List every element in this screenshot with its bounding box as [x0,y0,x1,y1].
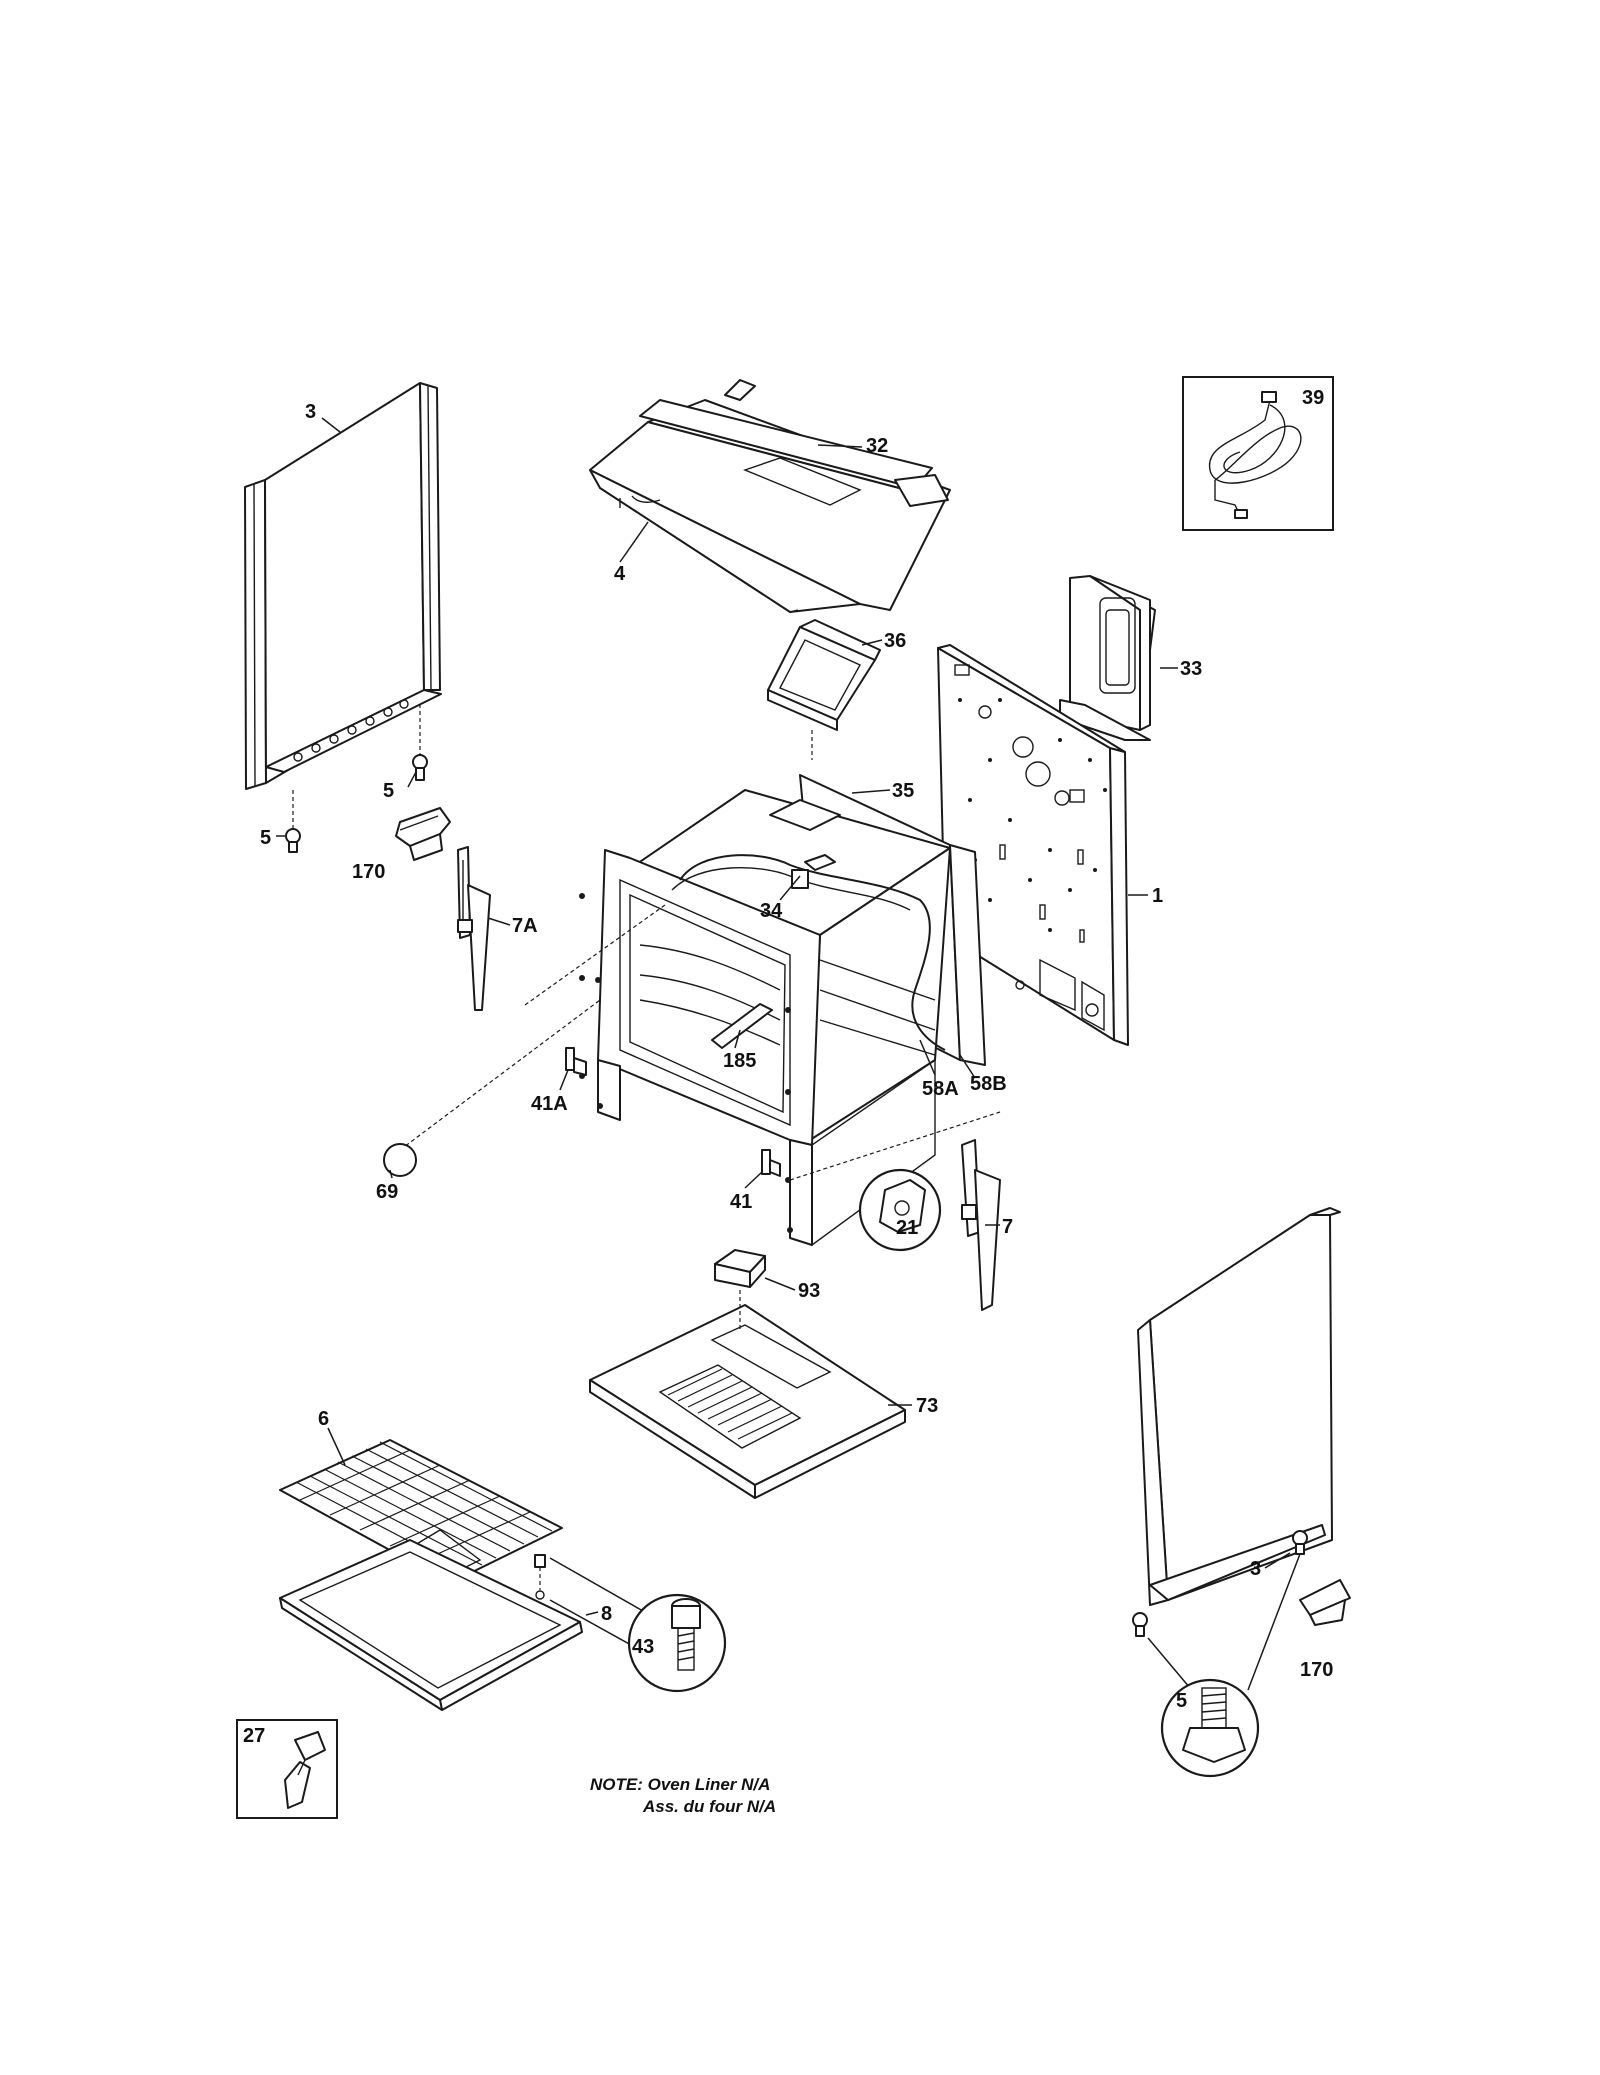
callout-5-b: 5 [260,827,271,849]
callout-93: 93 [798,1280,820,1302]
oven-body [399,774,1001,1247]
cover-part-93 [714,1249,796,1291]
stop-part-41a [565,1047,587,1076]
callout-8: 8 [601,1603,612,1625]
detail-circle-part-43 [549,1557,727,1693]
screw-part-5-lower [276,790,301,853]
callout-4: 4 [614,563,626,585]
stop-part-41 [761,1149,781,1177]
hinge-part-170-left [395,807,451,861]
callout-5-circle: 5 [1176,1690,1187,1712]
broiler-pan-part-8 [279,1539,583,1711]
callout-6: 6 [318,1408,329,1430]
callout-5-a: 5 [383,780,394,802]
detail-circle-part-5 [1147,1553,1301,1778]
callout-35: 35 [892,780,914,802]
callout-34: 34 [760,900,783,922]
callout-69: 69 [376,1181,398,1203]
leader-lines [321,417,1291,1616]
callout-3-left: 3 [305,401,316,423]
callout-170-left: 170 [352,861,385,883]
plug-part-69 [383,1143,417,1177]
callout-170-right: 170 [1300,1659,1333,1681]
callout-27: 27 [243,1725,265,1747]
left-side-panel [244,382,442,790]
screw-part-5-right-a [1292,1530,1308,1555]
inset-box-part-39 [1182,376,1334,531]
callout-7a: 7A [512,915,538,937]
inset-box-part-27 [236,1719,338,1819]
callout-36: 36 [884,630,906,652]
callout-58a: 58A [922,1078,959,1100]
hinge-part-7a [457,846,491,1011]
callout-3-right: 3 [1250,1558,1261,1580]
callout-1: 1 [1152,885,1163,907]
callout-185: 185 [723,1050,756,1072]
back-panel-part-1 [937,644,1129,1046]
callout-7: 7 [1002,1216,1013,1238]
callout-21: 21 [896,1217,918,1239]
hinge-part-170-right [1299,1579,1351,1626]
screw-part-5-upper [412,704,428,781]
callout-33: 33 [1180,658,1202,680]
callout-39: 39 [1302,387,1324,409]
note-line-1: NOTE: Oven Liner N/A [590,1775,770,1794]
note-block: NOTE: Oven Liner N/A Ass. du four N/A [590,1775,776,1816]
screw-part-5-right-b [1132,1612,1148,1637]
callout-41: 41 [730,1191,752,1213]
back-duct-part-33 [1059,575,1156,741]
hinge-part-7 [961,1139,1001,1311]
callout-32: 32 [866,435,888,457]
top-frame [589,379,951,613]
vent-hood-part-36 [767,619,881,760]
oven-bottom-part-73 [589,1290,906,1499]
right-side-panel [1137,1207,1341,1606]
detail-circle-part-21 [858,1168,942,1252]
callout-43: 43 [632,1636,654,1658]
note-line-2: Ass. du four N/A [642,1797,776,1816]
callout-73: 73 [916,1395,938,1417]
callout-41a: 41A [531,1093,568,1115]
callout-labels: 3 32 4 39 36 33 5 5 170 35 1 7A 34 185 5… [243,387,1333,1747]
callout-58b: 58B [970,1073,1007,1095]
